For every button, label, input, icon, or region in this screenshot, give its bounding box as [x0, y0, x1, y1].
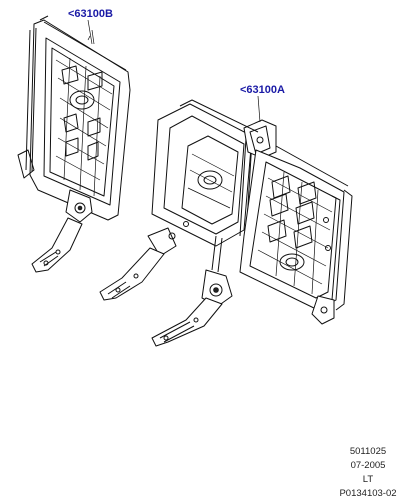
footer-region: LT [362, 474, 374, 485]
footer-code: 5011025 [349, 446, 387, 457]
footer-illustration-id: P0134103-02 [339, 488, 397, 499]
leader-line-b [87, 19, 93, 45]
callout-63100a[interactable]: <63100A [240, 84, 285, 96]
footer-date: 07-2005 [350, 460, 386, 471]
callout-63100b[interactable]: <63100B [68, 8, 113, 20]
seat-frame-b[interactable] [17, 15, 131, 273]
seat-frame-a[interactable] [99, 99, 353, 347]
leader-line-a [257, 95, 261, 123]
